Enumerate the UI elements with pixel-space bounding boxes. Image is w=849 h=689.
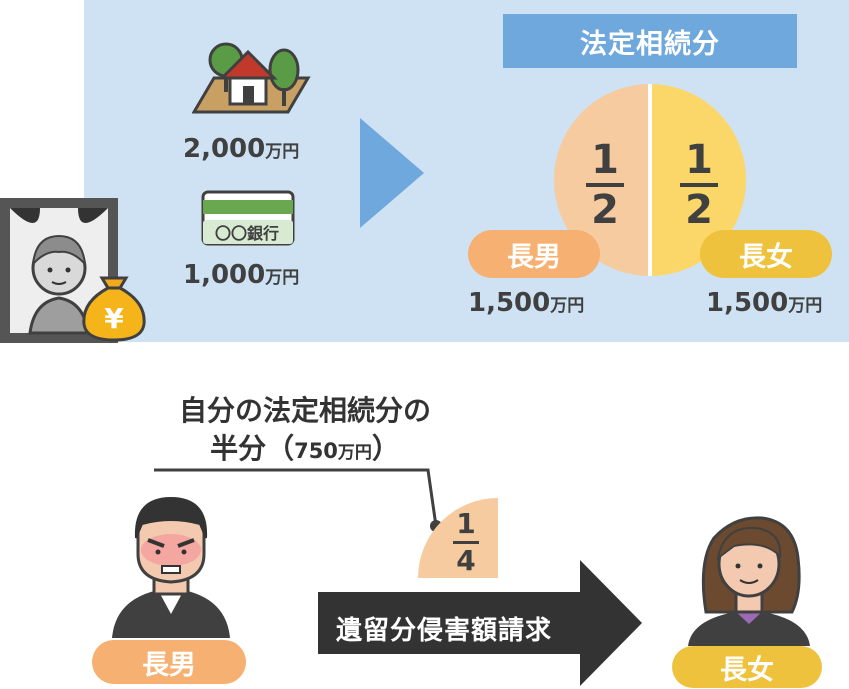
callout-line1: 自分の法定相続分の bbox=[178, 394, 431, 427]
daughter-share-amount: 1,500万円 bbox=[706, 288, 823, 318]
money-bag-icon: ¥ bbox=[82, 276, 146, 342]
bankbook-label: 〇〇銀行 bbox=[215, 224, 279, 243]
house-icon bbox=[192, 42, 311, 114]
legal-share-pie bbox=[554, 84, 746, 276]
left-fraction: 1 2 bbox=[582, 140, 628, 230]
quarter-fraction: 1 4 bbox=[449, 510, 483, 575]
right-fraction: 1 2 bbox=[676, 140, 722, 230]
heir-daughter-label: 長女 bbox=[700, 230, 832, 278]
legal-share-title: 法定相続分 bbox=[503, 14, 797, 68]
pie-slice-right bbox=[650, 84, 746, 276]
woman-icon bbox=[688, 516, 810, 646]
callout-line2: 半分（750万円） bbox=[210, 431, 400, 465]
bankbook-icon: 〇〇銀行 bbox=[201, 190, 295, 246]
claim-arrow-label: 遺留分侵害額請求 bbox=[336, 616, 553, 646]
claim-arrow bbox=[318, 560, 642, 686]
play-arrow-icon bbox=[360, 118, 424, 228]
claimant-label: 長男 bbox=[92, 640, 246, 684]
bank-amount: 1,000万円 bbox=[183, 260, 300, 290]
svg-text:¥: ¥ bbox=[104, 302, 124, 335]
recipient-label: 長女 bbox=[672, 646, 822, 688]
heir-son-label: 長男 bbox=[468, 230, 600, 278]
son-share-amount: 1,500万円 bbox=[468, 288, 585, 318]
claim-callout: 自分の法定相続分の 半分（750万円） bbox=[150, 392, 460, 468]
angry-man-icon bbox=[112, 496, 230, 638]
property-amount: 2,000万円 bbox=[183, 134, 300, 164]
quarter-share-wedge bbox=[418, 498, 498, 578]
pie-slice-left bbox=[554, 84, 650, 276]
